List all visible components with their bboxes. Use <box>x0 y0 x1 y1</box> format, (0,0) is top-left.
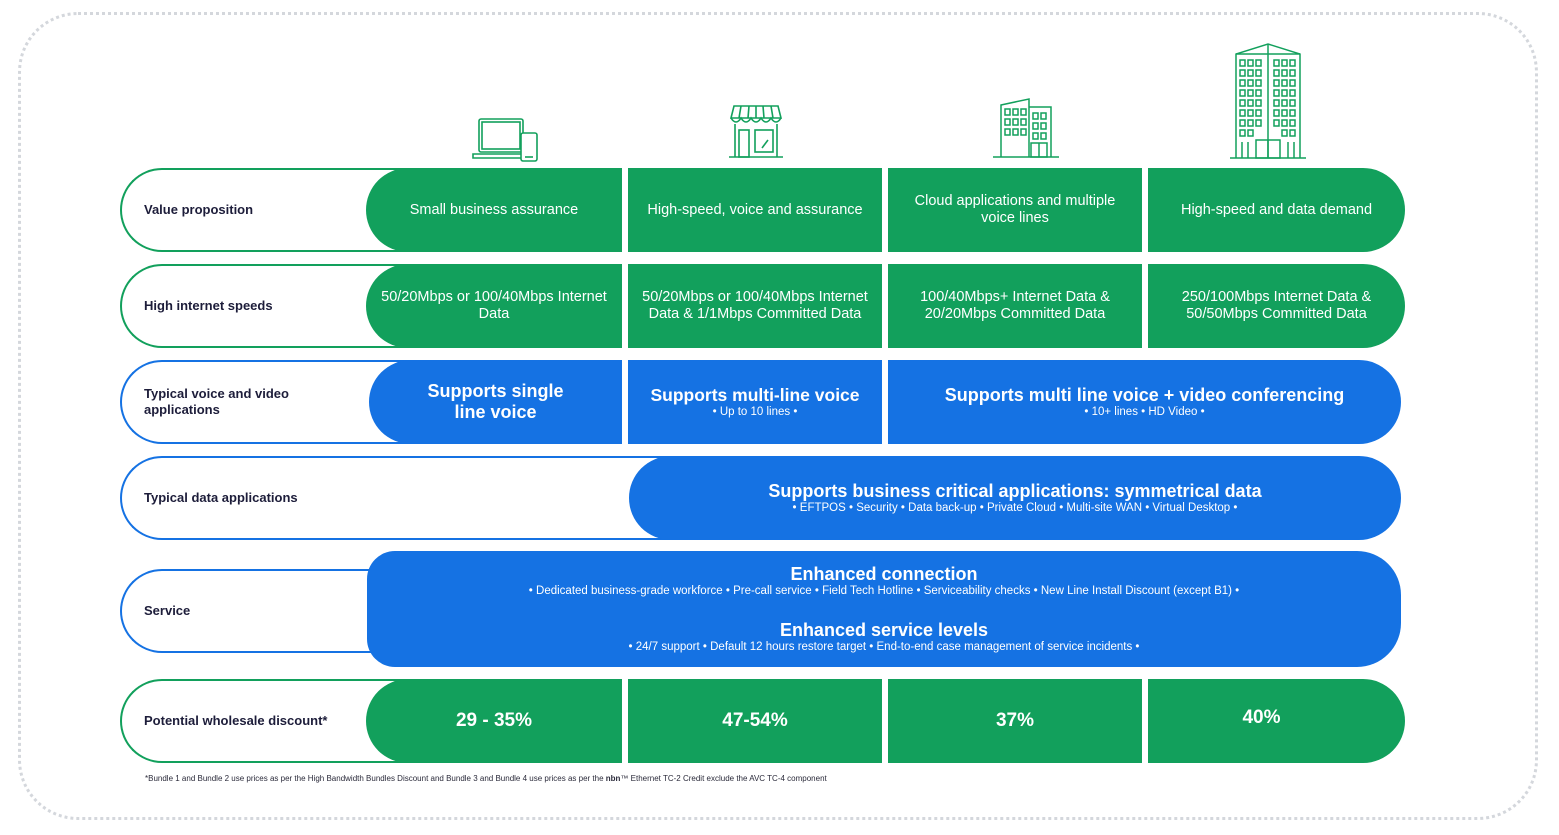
row-label-value-proposition: Value proposition <box>120 168 460 252</box>
dotted-frame <box>18 12 1538 820</box>
footnote-brand: nbn <box>605 774 621 783</box>
footnote: *Bundle 1 and Bundle 2 use prices as per… <box>145 774 827 783</box>
speed-cell-3: 100/40Mbps+ Internet Data & 20/20Mbps Co… <box>888 264 1142 348</box>
discount-cell-4: 40% <box>1148 679 1405 763</box>
shopfront-icon <box>727 104 785 160</box>
service-sub-1: • Dedicated business-grade workforce • P… <box>528 585 1240 597</box>
voice-cell-2: Supports multi-line voice • Up to 10 lin… <box>628 360 882 444</box>
speed-cell-1: 50/20Mbps or 100/40Mbps Internet Data <box>366 264 622 348</box>
voice-cell-1-title: Supports single line voice <box>427 381 564 422</box>
data-applications-cell: Supports business critical applications:… <box>629 456 1401 540</box>
service-title-2: Enhanced service levels <box>779 620 989 640</box>
service-sub-2: • 24/7 support • Default 12 hours restor… <box>628 641 1140 653</box>
value-cell-2: High-speed, voice and assurance <box>628 168 882 252</box>
footnote-pre: *Bundle 1 and Bundle 2 use prices as per… <box>145 774 606 783</box>
voice-cell-3: Supports multi line voice + video confer… <box>888 360 1401 444</box>
voice-cell-1: Supports single line voice <box>369 360 622 444</box>
speed-cell-2: 50/20Mbps or 100/40Mbps Internet Data & … <box>628 264 882 348</box>
discount-cell-2: 47-54% <box>628 679 882 763</box>
row-label-voice-video-text: Typical voice and video applications <box>144 386 289 417</box>
footnote-post: ™ Ethernet TC-2 Credit exclude the AVC T… <box>620 774 827 783</box>
service-cell: Enhanced connection • Dedicated business… <box>367 551 1401 667</box>
value-cell-1: Small business assurance <box>366 168 622 252</box>
voice-cell-3-title: Supports multi line voice + video confer… <box>944 385 1345 405</box>
data-applications-title: Supports business critical applications:… <box>768 481 1262 501</box>
voice-cell-2-sub: • Up to 10 lines • <box>712 406 798 418</box>
voice-cell-2-title: Supports multi-line voice <box>650 385 860 405</box>
speed-cell-4: 250/100Mbps Internet Data & 50/50Mbps Co… <box>1148 264 1405 348</box>
data-applications-sub: • EFTPOS • Security • Data back-up • Pri… <box>792 502 1238 514</box>
value-cell-3: Cloud applications and multiple voice li… <box>888 168 1142 252</box>
row-label-voice-video: Typical voice and video applications <box>120 360 460 444</box>
discount-cell-3: 37% <box>888 679 1142 763</box>
laptop-phone-icon <box>472 117 542 163</box>
discount-cell-1: 29 - 35% <box>366 679 622 763</box>
service-title-1: Enhanced connection <box>790 564 978 584</box>
tower-building-icon <box>1228 42 1308 160</box>
row-label-service: Service <box>120 569 460 653</box>
office-building-icon <box>991 97 1061 159</box>
row-label-data-applications: Typical data applications <box>120 456 680 540</box>
voice-cell-3-sub: • 10+ lines • HD Video • <box>1084 406 1205 418</box>
value-cell-4: High-speed and data demand <box>1148 168 1405 252</box>
row-label-discount: Potential wholesale discount* <box>120 679 460 763</box>
row-label-internet-speeds: High internet speeds <box>120 264 460 348</box>
